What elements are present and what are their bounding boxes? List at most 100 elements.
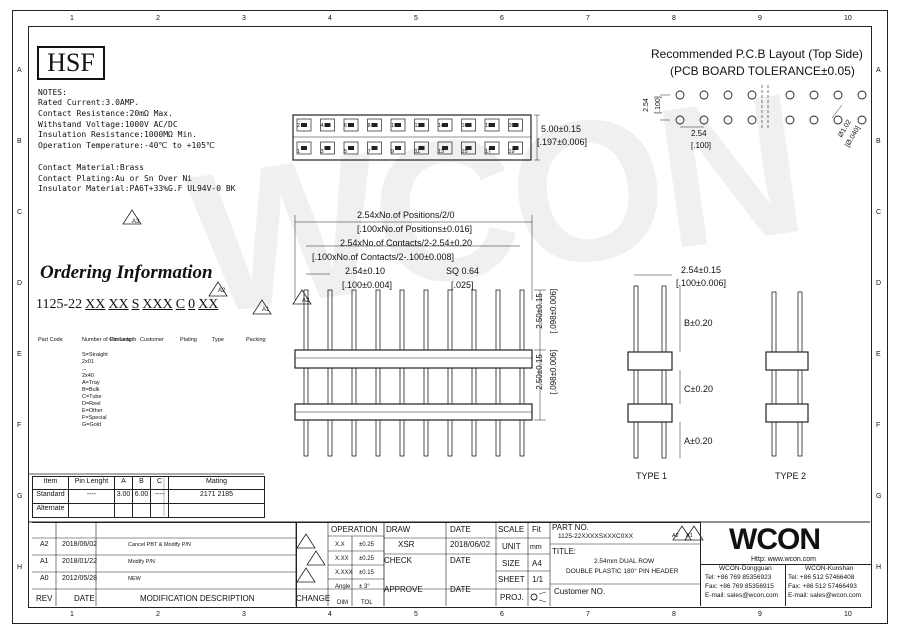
top-view-pin <box>418 123 425 127</box>
ordering-pin-item: 2x01 <box>82 359 94 365</box>
top-pin-label-even: 12 <box>414 123 421 129</box>
ordering-pin-item: S=Straight <box>82 352 108 358</box>
top-pin-label-odd: 9 <box>391 149 395 155</box>
pcb-hole <box>833 90 843 100</box>
grid-row-left-E: E <box>17 351 22 358</box>
company-left-fax: Fax: +86 769 85356915 <box>705 583 774 590</box>
top-view-pin <box>324 123 331 127</box>
front-pin-upper <box>519 289 525 351</box>
type1-label: TYPE 1 <box>636 471 668 481</box>
part-rev-triangle-a1 <box>684 525 704 541</box>
grid-col-bottom-7: 7 <box>586 611 590 618</box>
side-dim-a: A±0.20 <box>684 436 713 446</box>
ordering-pin-item: ... <box>82 366 87 372</box>
ordering-code-part: XX <box>108 297 129 312</box>
grid-col-bottom-8: 8 <box>672 611 676 618</box>
grid-row-left-D: D <box>17 280 23 287</box>
top-pin-label-even: 8 <box>367 123 371 129</box>
top-pin-label-even: 20 <box>508 123 515 129</box>
type2-label: TYPE 2 <box>775 471 807 481</box>
top-view-pin <box>395 146 401 150</box>
pcb-hole <box>675 90 685 100</box>
revision-rev: A1 <box>40 558 49 565</box>
ordering-label: Packing <box>246 337 266 343</box>
top-pin-label-odd: 13 <box>438 149 445 155</box>
front-rev-triangle <box>292 289 312 305</box>
notes-block: NOTES: Rated Current:3.0AMP.Contact Resi… <box>38 88 235 195</box>
revision-rev: A2 <box>40 541 49 548</box>
title-scale-label: SCALE <box>498 525 525 534</box>
note-line: Contact Material:Brass <box>38 162 144 172</box>
notes-rev-triangle <box>122 209 142 225</box>
grid-col-bottom-5: 5 <box>414 611 418 618</box>
front-pin-lower <box>375 419 381 457</box>
pcb-hole <box>833 115 843 125</box>
top-view-pin <box>301 123 307 127</box>
company-right-mail: E-mail: sales@wcon.com <box>788 592 862 599</box>
top-view-pin <box>301 146 307 150</box>
title-line-1: 2.54mm DUAL ROW <box>594 558 655 565</box>
grid-col-top-5: 5 <box>414 15 418 22</box>
top-view-pin <box>465 146 472 150</box>
revision-header-date: DATE <box>74 594 95 603</box>
grid-row-right-G: G <box>876 493 882 500</box>
revision-header-desc: MODIFICATION DESCRIPTION <box>140 594 255 603</box>
pcb-hole <box>809 115 819 125</box>
top-view-pin <box>442 123 448 127</box>
pcb-hole <box>747 90 757 100</box>
note-line: Operation Temperature:-40℃ to +105℃ <box>38 141 215 151</box>
top-view-dim: 5.00±0.15 <box>541 124 581 134</box>
side-dim-b: B±0.20 <box>684 318 713 328</box>
tolerance-tol-header: TOL <box>361 600 373 606</box>
pin-table-row-cell: Standard <box>33 490 69 504</box>
type1-pin-right-mid <box>661 369 667 405</box>
title-size-label: SIZE <box>502 559 520 568</box>
front-rev-mark: A2 <box>302 298 310 304</box>
pin-table-header-cell: Mating <box>169 477 265 490</box>
pcb-hole <box>857 90 867 100</box>
pcb-hole <box>857 115 867 125</box>
top-view-pin-pad <box>320 118 335 132</box>
company-right-title: WCON-Kunshan <box>805 565 854 572</box>
top-view-pin <box>418 146 425 150</box>
top-pin-label-even: 14 <box>438 123 445 129</box>
top-view-pin-pad <box>414 118 429 132</box>
type1-pin-left <box>633 285 639 353</box>
top-pin-label-even: 2 <box>297 123 301 129</box>
type1-pin-left-mid <box>633 369 639 405</box>
title-part-no: 1125-22XXXXSXXXC0XX <box>558 533 634 540</box>
notes-rev-mark: A3 <box>132 219 140 225</box>
revision-triangle-a1 <box>306 550 326 566</box>
tolerance-val: ±0.25 <box>359 542 374 548</box>
grid-col-top-7: 7 <box>586 15 590 22</box>
front-pin-mid <box>327 367 333 405</box>
company-right-fax: Fax: +86 512 57466493 <box>788 583 857 590</box>
type2-pin-left-low <box>771 421 777 457</box>
top-view-pin-pad <box>437 118 453 132</box>
ordering-code-part: C <box>175 297 186 312</box>
top-view-pin-pad <box>367 141 382 155</box>
drawing-frame <box>12 10 888 624</box>
top-pin-label-odd: 17 <box>485 149 492 155</box>
top-view-pin <box>348 123 354 127</box>
hsf-logo-text: HSF <box>47 48 95 77</box>
top-view-pin-pad <box>461 118 476 132</box>
type2-pin-right <box>797 291 803 353</box>
revision-date: 2012/05/28 <box>62 575 98 582</box>
front-dim-pitch: 2.54±0.10 <box>345 266 385 276</box>
grid-col-bottom-3: 3 <box>242 611 246 618</box>
top-view-pin <box>395 123 401 127</box>
top-view-pin-pad <box>320 141 335 155</box>
title-date-value: 2018/06/02 <box>450 540 491 549</box>
ordering-code-part: XXX <box>142 297 173 312</box>
top-pin-label-odd: 15 <box>461 149 468 155</box>
top-pin-label-odd: 1 <box>297 149 301 155</box>
company-left-tel: Tel: +86 769 85356923 <box>705 574 772 581</box>
title-sheet-label: SHEET <box>498 575 525 584</box>
grid-col-top-2: 2 <box>156 15 160 22</box>
drawing-inner-frame <box>28 26 872 608</box>
top-view-pin <box>489 123 495 127</box>
grid-row-left-H: H <box>17 564 23 571</box>
title-part-no-label: PART NO. <box>552 523 589 532</box>
